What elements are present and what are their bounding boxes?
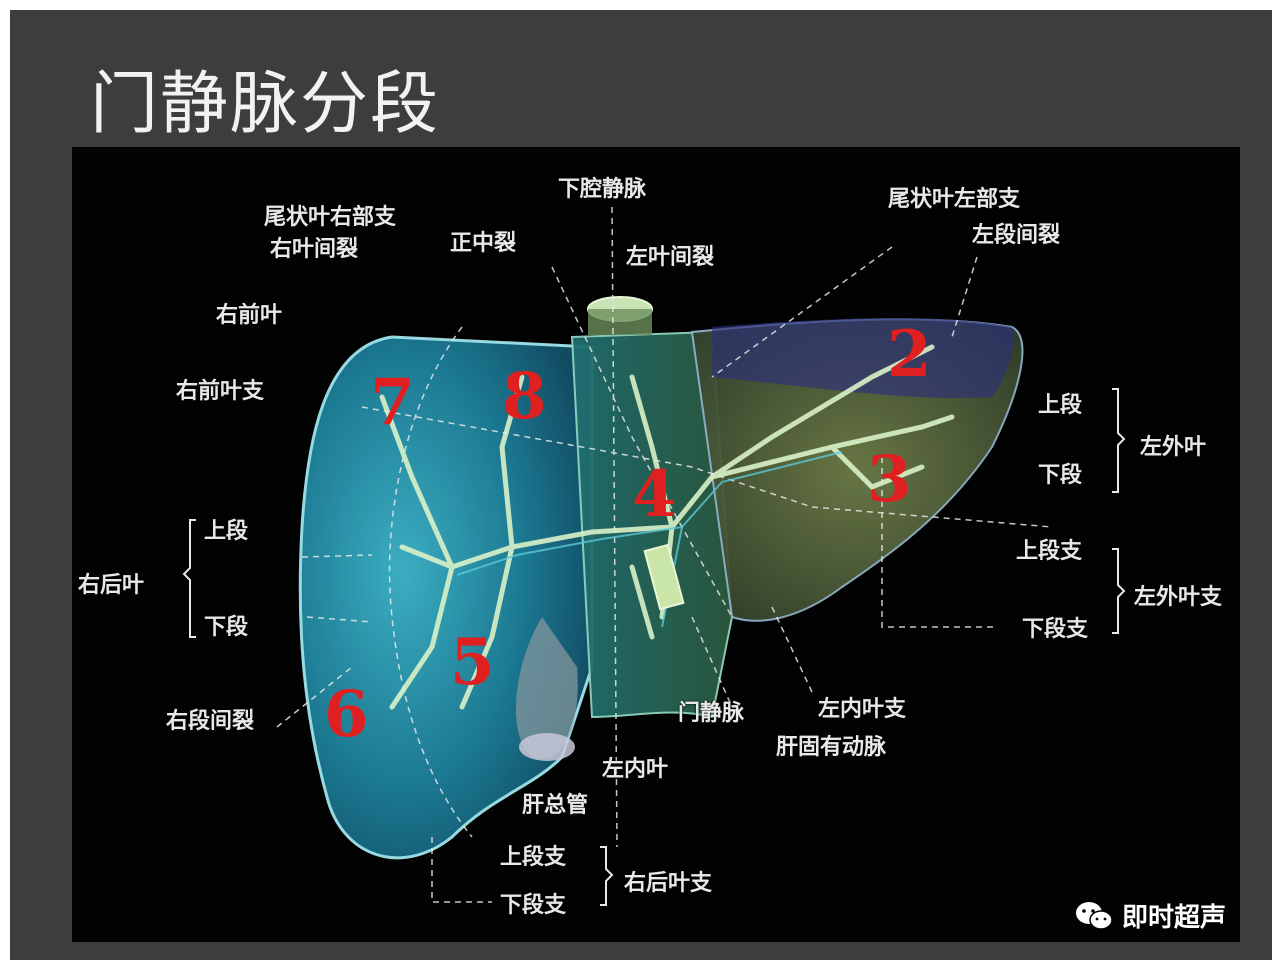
label-left-medial-branch: 左内叶支: [818, 691, 906, 723]
label-right-interlobar-fissure: 右叶间裂: [270, 231, 358, 263]
label-caudate-left-branch: 尾状叶左部支: [888, 181, 1020, 213]
label-left-intersegmental-fissure: 左段间裂: [972, 217, 1060, 249]
label-right-posterior-upper-branch: 上段支: [500, 839, 566, 871]
label-caudate-right-branch: 尾状叶右部支: [264, 199, 396, 231]
segment-2: 2: [887, 317, 932, 392]
segment-6: 6: [324, 677, 369, 752]
label-right-intersegmental-fissure: 右段间裂: [166, 703, 254, 735]
watermark-text: 即时超声: [1122, 897, 1226, 934]
label-common-hepatic-duct: 肝总管: [522, 787, 588, 819]
segment-8: 8: [502, 359, 547, 434]
label-left-lateral-upper: 上段: [1038, 387, 1082, 419]
label-left-lateral-lower-branch: 下段支: [1022, 611, 1088, 643]
segment-5: 5: [450, 625, 495, 700]
duct-shape: [519, 733, 575, 761]
label-left-lateral-lower: 下段: [1038, 457, 1082, 489]
label-left-lateral-lobe: 左外叶: [1140, 429, 1206, 461]
label-right-anterior-lobe: 右前叶: [216, 297, 282, 329]
label-hepatic-proper-artery: 肝固有动脉: [776, 729, 886, 761]
label-right-posterior-lower: 下段: [204, 609, 248, 641]
slide-title: 门静脉分段: [90, 48, 440, 147]
liver-diagram: 2 3 4 5 6 7 8 下腔静脉 尾状叶右部支 右叶间裂 正中裂 左叶间裂 …: [72, 147, 1240, 942]
label-portal-vein: 门静脉: [678, 695, 744, 727]
label-left-lateral-lobe-branch: 左外叶支: [1134, 579, 1222, 611]
label-right-posterior-lower-branch: 下段支: [500, 887, 566, 919]
segment-4: 4: [632, 457, 677, 532]
label-median-fissure: 正中裂: [450, 225, 516, 257]
label-left-medial-lobe: 左内叶: [602, 751, 668, 783]
watermark: 即时超声: [1074, 897, 1226, 934]
label-left-interlobar-fissure: 左叶间裂: [626, 239, 714, 271]
label-inferior-vena-cava: 下腔静脉: [558, 171, 646, 203]
vena-cava-body: [588, 309, 652, 335]
label-right-anterior-lobe-branch: 右前叶支: [176, 373, 264, 405]
wechat-icon: [1074, 900, 1114, 932]
slide: 门静脉分段: [10, 10, 1272, 960]
segment-7: 7: [370, 365, 415, 440]
label-right-posterior-upper: 上段: [204, 513, 248, 545]
label-right-posterior-lobe: 右后叶: [78, 567, 144, 599]
segment-3: 3: [867, 442, 912, 517]
label-left-lateral-upper-branch: 上段支: [1016, 533, 1082, 565]
label-right-posterior-lobe-branch: 右后叶支: [624, 865, 712, 897]
